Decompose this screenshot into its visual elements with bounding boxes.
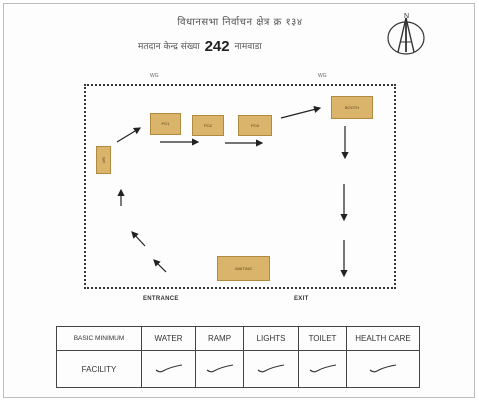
room-po2: PO2: [192, 115, 224, 136]
compass-label: N: [404, 13, 409, 20]
health-care-status: [346, 350, 420, 388]
checkmark-icon: [257, 364, 285, 373]
col-ramp: RAMP: [195, 325, 244, 352]
station-number: 242: [204, 38, 230, 55]
title-prefix: मतदान केन्द्र संख्या: [138, 42, 200, 52]
lights-status: [243, 350, 299, 388]
room-booth: BOOTH: [331, 96, 373, 119]
facility-table: BASIC MINIMUM WATER RAMP LIGHTS TOILET H…: [56, 325, 420, 388]
gate-right: WG: [318, 73, 327, 79]
checkmark-icon: [309, 364, 336, 373]
col-health-care: HEALTH CARE: [346, 325, 420, 352]
exit-label: EXIT: [294, 296, 309, 302]
title-line-1: विधानसभा निर्वाचन क्षेत्र क्र १३४: [177, 17, 303, 28]
ramp-status: [195, 350, 244, 388]
title-line-2: मतदान केन्द्र संख्या 242 नामवाडा: [138, 38, 348, 55]
room-gr: GR: [96, 146, 111, 174]
north-compass-icon: N: [387, 13, 425, 55]
checkmark-icon: [369, 364, 397, 373]
title-suffix: नामवाडा: [234, 42, 262, 52]
polling-station-boundary: [84, 84, 396, 289]
water-status: [141, 350, 196, 388]
room-waiting: WAITING: [217, 256, 270, 281]
checkmark-icon: [155, 364, 182, 373]
gate-left: WG: [150, 73, 159, 79]
room-po3: PO3: [238, 115, 272, 136]
table-row: FACILITY: [56, 350, 420, 388]
checkmark-icon: [206, 364, 233, 373]
entrance-label: ENTRANCE: [143, 296, 179, 302]
table-row: BASIC MINIMUM WATER RAMP LIGHTS TOILET H…: [56, 325, 420, 352]
row-header-basic-minimum: BASIC MINIMUM: [56, 325, 142, 352]
room-po1: PO1: [150, 113, 181, 135]
col-lights: LIGHTS: [243, 325, 299, 352]
col-water: WATER: [141, 325, 196, 352]
col-toilet: TOILET: [298, 325, 347, 352]
toilet-status: [298, 350, 347, 388]
row-header-facility: FACILITY: [56, 350, 142, 388]
